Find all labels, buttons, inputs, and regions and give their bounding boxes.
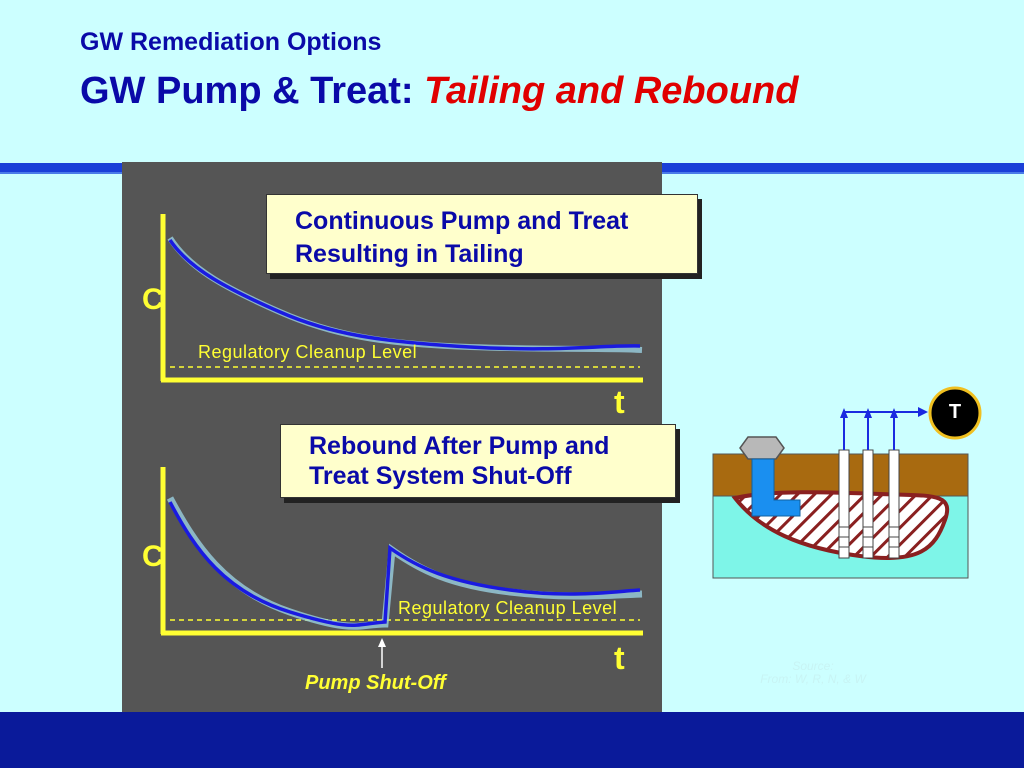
graph1-axes xyxy=(160,214,643,383)
tailing-callout: Continuous Pump and Treat Resulting in T… xyxy=(266,194,698,274)
well-pipes xyxy=(843,411,922,450)
rebound-callout-line1: Rebound After Pump and xyxy=(309,432,610,460)
graph1-y-label: C xyxy=(142,283,164,316)
treatment-label: T xyxy=(948,401,962,423)
graph1-cleanup-label: Regulatory Cleanup Level xyxy=(198,342,418,362)
graph2-rebound-shadow xyxy=(166,496,643,630)
graph2-y-label: C xyxy=(142,540,164,573)
graph2-axes xyxy=(160,467,643,636)
leaking-tank xyxy=(751,458,801,517)
extraction-wells xyxy=(838,449,900,559)
title-main: GW Pump & Treat: xyxy=(80,70,414,112)
graph2-x-label: t xyxy=(614,640,625,676)
rebound-callout: Rebound After Pump and Treat System Shut… xyxy=(280,424,676,498)
shutoff-arrowhead xyxy=(378,638,386,647)
groundwater-diagram xyxy=(712,386,982,579)
graph2-rebound-curve xyxy=(168,501,641,628)
pump-shutoff-label: Pump Shut-Off xyxy=(305,672,446,694)
source-credit: Source: From: W, R, N, & W xyxy=(738,660,888,686)
treatment-unit xyxy=(928,386,982,440)
slide-subtitle: GW Remediation Options xyxy=(80,28,382,56)
graph2-cleanup-label: Regulatory Cleanup Level xyxy=(398,598,618,618)
graph1-x-label: t xyxy=(614,384,625,420)
tank-cap xyxy=(739,436,785,460)
source-line2: From: W, R, N, & W xyxy=(760,672,866,686)
title-emphasis: Tailing and Rebound xyxy=(424,70,799,112)
source-line1: Source: xyxy=(792,659,834,673)
graph1-tailing-curve xyxy=(168,239,641,351)
tailing-callout-line2: Resulting in Tailing xyxy=(295,240,524,268)
tailing-callout-line1: Continuous Pump and Treat xyxy=(295,207,629,235)
rebound-callout-line2: Treat System Shut-Off xyxy=(309,462,572,490)
slide-title: GW Pump & Treat: Tailing and Rebound xyxy=(80,70,798,113)
footer-bar xyxy=(0,712,1024,768)
